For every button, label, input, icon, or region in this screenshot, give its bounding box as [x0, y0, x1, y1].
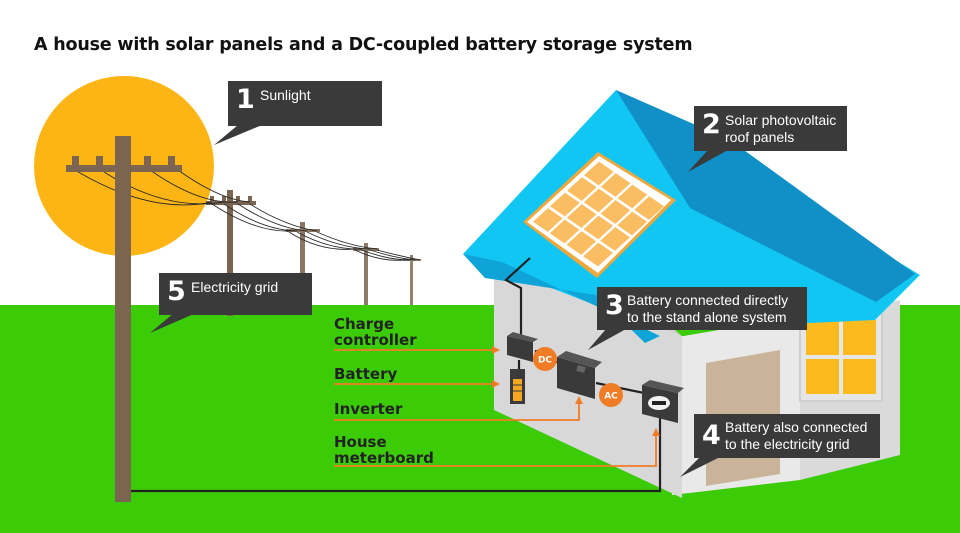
- callout-text: Electricity grid: [191, 279, 279, 295]
- solar-cell: [617, 211, 647, 236]
- charge-controller-device: [507, 332, 538, 362]
- solar-cell: [583, 188, 614, 213]
- callout-text-line1: Solar photovoltaic: [725, 112, 837, 128]
- callout-text-line1: Battery also connected: [725, 419, 868, 435]
- callout-electricity-grid: 5 Electricity grid: [159, 273, 312, 315]
- callout-battery-standalone: 3 Battery connected directly to the stan…: [597, 287, 807, 330]
- battery-device: [510, 369, 525, 404]
- callout-number: 1: [236, 84, 255, 115]
- solar-cell: [567, 177, 597, 201]
- solar-cell: [566, 231, 597, 255]
- callout-solar-panels: 2 Solar photovoltaic roof panels: [694, 106, 847, 151]
- callout-text-line1: Battery connected directly: [627, 292, 789, 308]
- callout-battery-grid: 4 Battery also connected to the electric…: [694, 414, 880, 458]
- power-pole-2: [206, 190, 256, 316]
- component-pointers: [334, 349, 657, 467]
- dc-badge-label: DC: [538, 356, 552, 366]
- diagram-title: A house with solar panels and a DC-coupl…: [34, 35, 693, 55]
- callout-text-line2: to the stand alone system: [627, 309, 787, 325]
- label-meterboard-line1: House: [334, 433, 387, 451]
- solar-cell: [600, 200, 631, 224]
- roof: [463, 90, 920, 343]
- callout-text: Sunlight: [260, 87, 311, 103]
- callout-pointers: [150, 125, 728, 477]
- solar-cell: [549, 219, 580, 244]
- callout-number: 3: [605, 290, 624, 321]
- solar-cell: [533, 208, 563, 232]
- callout-sunlight: 1 Sunlight: [228, 81, 382, 126]
- solar-cell: [583, 242, 613, 267]
- callout-number: 2: [702, 109, 721, 140]
- label-charge-controller: Charge controller: [334, 316, 417, 348]
- solar-cell: [600, 227, 630, 251]
- label-inverter: Inverter: [334, 400, 403, 418]
- main-power-pole: [66, 136, 182, 502]
- label-charge-controller-line2: controller: [334, 331, 417, 349]
- pointer-meterboard: [334, 434, 657, 467]
- pointer-inverter: [334, 402, 580, 421]
- solar-cell: [550, 192, 580, 217]
- solar-cell: [583, 215, 614, 240]
- label-meterboard-line2: meterboard: [334, 449, 434, 467]
- solar-cell: [566, 204, 597, 228]
- meterboard-device: [642, 380, 684, 423]
- solar-panel-cells: [533, 161, 664, 267]
- ac-badge-label: AC: [604, 392, 618, 402]
- label-meterboard: House meterboard: [334, 434, 434, 466]
- solar-cell: [617, 184, 648, 209]
- ac-badge: AC: [599, 383, 623, 407]
- pointer-arrowheads: [492, 346, 660, 436]
- callout-text-line2: roof panels: [725, 129, 795, 145]
- solar-cell: [584, 161, 614, 186]
- callout-text-line2: to the electricity grid: [725, 436, 850, 452]
- dc-badge: DC: [533, 347, 557, 371]
- callout-number: 5: [167, 276, 186, 307]
- label-charge-controller-line1: Charge: [334, 315, 395, 333]
- label-battery: Battery: [334, 365, 398, 383]
- solar-cell: [600, 173, 631, 197]
- solar-panel: [523, 152, 676, 278]
- inverter-device: [557, 351, 602, 399]
- solar-cell: [634, 196, 664, 220]
- power-pole-4: [353, 243, 379, 305]
- callout-number: 4: [702, 420, 721, 451]
